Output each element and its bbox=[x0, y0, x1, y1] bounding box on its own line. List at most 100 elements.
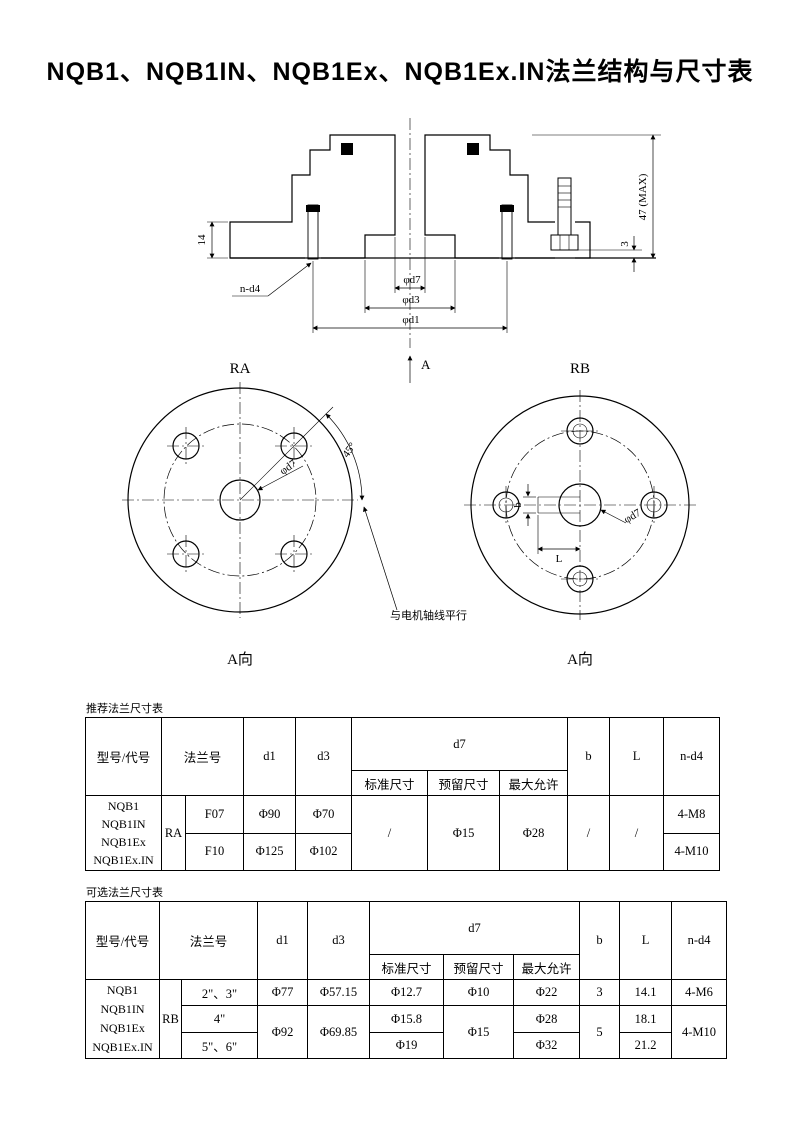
group-cell: RB bbox=[159, 979, 182, 1059]
cell-b: 5 bbox=[579, 1005, 621, 1059]
model-name: NQB1 bbox=[106, 983, 139, 997]
col-header-d3: d3 bbox=[307, 901, 371, 980]
col-header-d3: d3 bbox=[295, 717, 353, 796]
col-header-l: L bbox=[609, 717, 665, 796]
col-header-l: L bbox=[619, 901, 673, 980]
model-name: NQB1 bbox=[107, 799, 140, 813]
cell-l: 18.1 bbox=[619, 1005, 673, 1033]
col-header-d1: d1 bbox=[243, 717, 297, 796]
dim-d7-label: φd7 bbox=[403, 274, 421, 286]
cell-reserved: Φ15 bbox=[427, 795, 501, 871]
model-name: NQB1Ex.IN bbox=[92, 1040, 153, 1054]
technical-drawing: 14 47 (MAX) 3 n-d4 φd7 φd3 bbox=[122, 118, 696, 668]
cell-nd4: 4-M8 bbox=[663, 795, 721, 834]
cell-max: Φ28 bbox=[513, 1005, 581, 1033]
cell-d3: Φ69.85 bbox=[307, 1005, 371, 1059]
recommended-table: 型号/代号 法兰号 d1 d3 d7 b L n-d4 标准尺寸 预留尺寸 最大… bbox=[85, 717, 721, 871]
model-name: NQB1IN bbox=[101, 817, 146, 831]
col-header-standard: 标准尺寸 bbox=[351, 770, 429, 796]
cell-b: / bbox=[567, 795, 611, 871]
col-header-d7: d7 bbox=[369, 901, 581, 955]
dim-protrusion-label: 3 bbox=[619, 241, 631, 247]
cell-standard: Φ12.7 bbox=[369, 979, 445, 1006]
dim-d1-label: φd1 bbox=[402, 314, 419, 326]
col-header-reserved: 预留尺寸 bbox=[443, 954, 515, 980]
cell-d1: Φ77 bbox=[257, 979, 309, 1006]
cell-nd4: 4-M6 bbox=[671, 979, 728, 1006]
model-name: NQB1Ex bbox=[100, 1021, 145, 1035]
col-header-reserved: 预留尺寸 bbox=[427, 770, 501, 796]
flange-view-ra: RA 45° φd7 与电机轴线平行 A向 bbox=[122, 361, 467, 668]
bolt-left bbox=[305, 204, 321, 260]
col-header-standard: 标准尺寸 bbox=[369, 954, 445, 980]
ra-note: 与电机轴线平行 bbox=[390, 608, 467, 622]
ra-view-label: A向 bbox=[227, 651, 253, 668]
cell-flange: 5"、6" bbox=[180, 1032, 259, 1059]
model-name: NQB1Ex.IN bbox=[93, 853, 154, 867]
cell-b: 3 bbox=[579, 979, 621, 1006]
dim-height-label: 47 (MAX) bbox=[637, 173, 649, 220]
recommended-table-caption: 推荐法兰尺寸表 bbox=[86, 703, 163, 715]
rb-keyway bbox=[537, 496, 580, 514]
optional-table-section: 可选法兰尺寸表 型号/代号 法兰号 d1 d3 d7 b L n-d4 标准尺寸… bbox=[85, 884, 728, 1059]
rb-view-label: A向 bbox=[567, 651, 593, 668]
col-header-b: b bbox=[579, 901, 621, 980]
cell-flange: F10 bbox=[184, 832, 245, 871]
cell-l: 21.2 bbox=[619, 1032, 673, 1059]
col-header-nd4: n-d4 bbox=[671, 901, 728, 980]
cell-d3: Φ102 bbox=[295, 832, 353, 871]
cell-flange: F07 bbox=[184, 795, 245, 834]
model-list-cell: NQB1 NQB1IN NQB1Ex NQB1Ex.IN bbox=[85, 795, 162, 871]
model-list-cell: NQB1 NQB1IN NQB1Ex NQB1Ex.IN bbox=[85, 979, 160, 1059]
cell-d1: Φ90 bbox=[243, 795, 297, 834]
cell-d1: Φ92 bbox=[257, 1005, 309, 1059]
ra-bolt-holes bbox=[167, 427, 313, 573]
cell-nd4: 4-M10 bbox=[671, 1005, 728, 1059]
section-view: 14 47 (MAX) 3 n-d4 φd7 φd3 bbox=[196, 118, 661, 383]
cell-reserved: Φ10 bbox=[443, 979, 515, 1006]
ra-label: RA bbox=[230, 361, 251, 377]
cell-l: / bbox=[609, 795, 665, 871]
col-header-b: b bbox=[567, 717, 611, 796]
rb-label: RB bbox=[570, 361, 590, 377]
cell-l: 14.1 bbox=[619, 979, 673, 1006]
optional-table-caption: 可选法兰尺寸表 bbox=[86, 887, 163, 899]
bolt-right bbox=[499, 204, 515, 260]
model-name: NQB1Ex bbox=[101, 835, 146, 849]
rb-bolt-holes bbox=[492, 417, 668, 593]
cell-d3: Φ57.15 bbox=[307, 979, 371, 1006]
seal-left bbox=[341, 143, 353, 155]
model-name: NQB1IN bbox=[100, 1002, 145, 1016]
cell-max: Φ32 bbox=[513, 1032, 581, 1059]
cell-flange: 4" bbox=[180, 1005, 259, 1033]
recommended-table-section: 推荐法兰尺寸表 型号/代号 法兰号 d1 d3 d7 b L n-d4 标准尺寸… bbox=[85, 700, 721, 871]
col-header-model: 型号/代号 bbox=[85, 717, 162, 796]
section-arrow-label: A bbox=[421, 357, 431, 372]
cell-d3: Φ70 bbox=[295, 795, 353, 834]
group-cell: RA bbox=[161, 795, 186, 871]
cell-max: Φ22 bbox=[513, 979, 581, 1006]
dim-bolts-label: n-d4 bbox=[240, 283, 261, 295]
rb-b-label: b bbox=[512, 502, 524, 508]
hex-stud bbox=[550, 177, 579, 259]
page-title: NQB1、NQB1IN、NQB1Ex、NQB1Ex.IN法兰结构与尺寸表 bbox=[46, 58, 754, 86]
cell-max: Φ28 bbox=[499, 795, 569, 871]
col-header-model: 型号/代号 bbox=[85, 901, 160, 980]
col-header-max: 最大允许 bbox=[499, 770, 569, 796]
rb-d7-label: φd7 bbox=[622, 507, 643, 526]
dim-plate-label: 14 bbox=[196, 234, 208, 246]
ra-d7-label: φd7 bbox=[278, 457, 300, 477]
col-header-flange: 法兰号 bbox=[160, 717, 245, 796]
cell-reserved: Φ15 bbox=[443, 1005, 515, 1059]
flange-view-rb: RB bbox=[464, 361, 696, 668]
rb-l-label: L bbox=[556, 553, 563, 565]
cell-flange: 2"、3" bbox=[180, 979, 259, 1006]
col-header-flange: 法兰号 bbox=[158, 901, 259, 980]
dim-d3-label: φd3 bbox=[402, 294, 420, 306]
col-header-d7: d7 bbox=[351, 717, 569, 771]
cell-standard: / bbox=[351, 795, 429, 871]
cell-standard: Φ15.8 bbox=[369, 1005, 445, 1033]
seal-right bbox=[467, 143, 479, 155]
cell-standard: Φ19 bbox=[369, 1032, 445, 1059]
